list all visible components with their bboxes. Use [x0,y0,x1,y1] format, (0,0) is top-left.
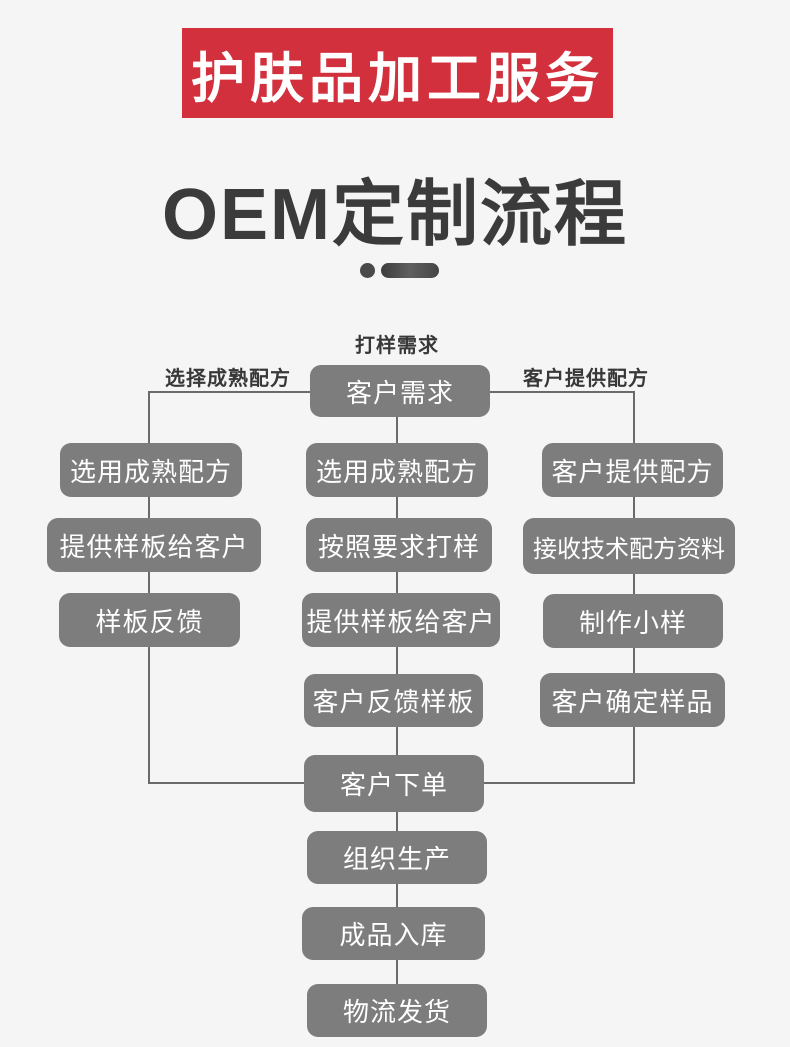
connector-line [633,726,635,784]
connector-line [633,391,635,443]
connector-line [396,646,398,675]
flow-label-sample-requirement: 打样需求 [355,329,439,358]
divider-bar [381,263,439,278]
connector-line [633,496,635,519]
flow-node-right-receive-formula-data: 接收技术配方资料 [523,518,735,574]
connector-line [633,647,635,674]
connector-line [396,883,398,908]
connector-line [396,571,398,594]
connector-line [148,782,305,784]
flow-node-warehouse: 成品入库 [302,907,485,960]
connector-line [396,496,398,519]
flow-node-customer-order: 客户下单 [304,755,484,812]
flow-label-left-branch: 选择成熟配方 [165,362,291,391]
connector-line [148,391,150,443]
flow-node-mid-select-formula: 选用成熟配方 [306,443,488,497]
flow-node-mid-provide-sample: 提供样板给客户 [302,593,500,647]
connector-line [396,811,398,832]
flow-node-left-sample-feedback: 样板反馈 [59,593,240,647]
connector-line [633,573,635,595]
flow-node-right-customer-formula: 客户提供配方 [542,443,723,497]
connector-line [148,646,150,783]
connector-line [396,416,398,444]
connector-line [148,571,150,594]
connector-line [396,959,398,985]
flow-node-customer-needs: 客户需求 [310,365,490,417]
connector-line [489,391,635,393]
connector-line [483,782,635,784]
flow-node-logistics-shipping: 物流发货 [307,984,487,1037]
banner-skincare-processing-service: 护肤品加工服务 [182,28,613,118]
divider-dot [360,263,375,278]
flow-node-right-confirm-sample: 客户确定样品 [540,673,725,727]
page-title-oem-process: OEM定制流程 [0,155,790,260]
flow-node-organize-production: 组织生产 [307,831,487,884]
flow-node-right-make-sample: 制作小样 [543,594,723,648]
flow-node-left-select-formula: 选用成熟配方 [60,443,242,497]
flow-node-mid-customer-feedback: 客户反馈样板 [304,674,483,727]
flow-node-left-provide-sample: 提供样板给客户 [47,518,261,572]
connector-line [148,391,311,393]
connector-line [148,496,150,519]
connector-line [396,726,398,756]
flow-node-mid-sample-per-request: 按照要求打样 [306,518,492,572]
flow-label-right-branch: 客户提供配方 [523,362,649,391]
